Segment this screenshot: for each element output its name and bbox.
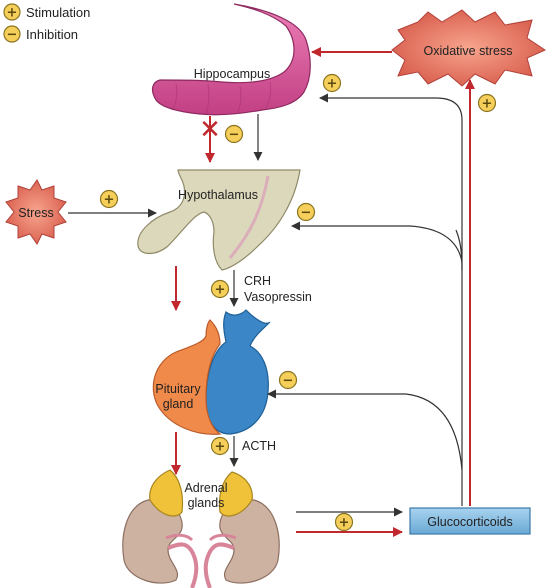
svg-text:+: + (7, 6, 18, 21)
svg-text:+: + (215, 440, 226, 455)
plus-badge-acth: + (210, 436, 230, 456)
svg-text:−: − (283, 374, 294, 389)
vasopressin-label: Vasopressin (244, 290, 312, 304)
svg-text:+: + (327, 77, 338, 92)
plus-badge-glucocorticoids-oxidative: + (477, 93, 497, 113)
svg-text:−: − (301, 206, 312, 221)
plus-badge-oxidative-hippocampus: + (322, 73, 342, 93)
blocked-x-icon: ✕ (199, 115, 221, 145)
adrenal-label-line1: Adrenal (184, 481, 227, 495)
minus-badge-pituitary: − (278, 370, 298, 390)
acth-label: ACTH (242, 439, 276, 453)
stress-label: Stress (18, 206, 53, 220)
plus-badge-crh: + (210, 279, 230, 299)
inhibition-legend-label: Inhibition (26, 27, 78, 42)
pituitary-label-line2: gland (163, 397, 194, 411)
hippocampus-shape (151, 3, 311, 116)
pituitary-gland-shape (152, 309, 271, 435)
plus-badge-adrenal: + (334, 512, 354, 532)
stress-burst: Stress (5, 179, 67, 245)
stimulation-legend-icon: + (3, 3, 21, 21)
hippocampus-label: Hippocampus (194, 67, 270, 81)
right-kidney (203, 499, 280, 588)
pituitary-label-line1: Pituitary (155, 382, 201, 396)
legend: + Stimulation − Inhibition (3, 3, 90, 43)
minus-badge-hypothalamus: − (296, 202, 316, 222)
svg-text:−: − (229, 128, 240, 143)
feedback-to-hippocampus-arrow (319, 93, 463, 270)
oxidative-stress-burst: Oxidative stress (391, 9, 547, 87)
inhibition-legend-icon: − (3, 25, 21, 43)
glucocorticoids-box: Glucocorticoids (409, 507, 531, 535)
hypothalamus-shape (137, 169, 301, 271)
svg-text:+: + (104, 193, 115, 208)
plus-badge-stress: + (99, 189, 119, 209)
minus-badge-hippocampus: − (224, 124, 244, 144)
hypothalamus-label: Hypothalamus (178, 188, 258, 202)
feedback-to-pituitary-arrow (267, 389, 463, 471)
stimulation-legend-label: Stimulation (26, 5, 90, 20)
crh-label: CRH (244, 274, 271, 288)
glucocorticoids-label: Glucocorticoids (427, 515, 512, 529)
svg-text:+: + (215, 283, 226, 298)
left-adrenal-gland (149, 469, 184, 517)
feedback-to-hypothalamus-arrow (291, 221, 463, 263)
svg-text:+: + (339, 516, 350, 531)
right-adrenal-gland (218, 471, 253, 517)
left-kidney (122, 499, 199, 588)
adrenal-label-line2: glands (188, 496, 225, 510)
svg-text:−: − (7, 28, 18, 43)
svg-text:+: + (482, 97, 493, 112)
oxidative-stress-label: Oxidative stress (424, 44, 513, 58)
